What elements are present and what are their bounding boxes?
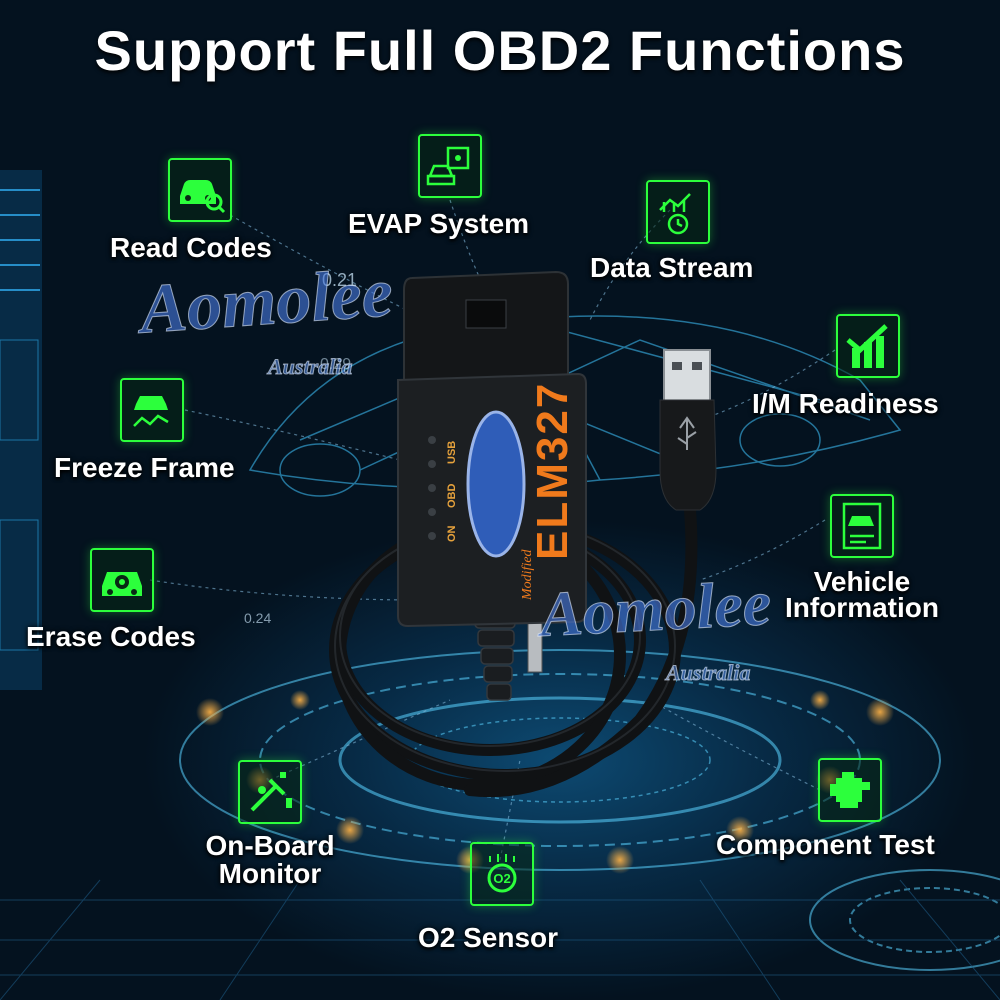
feature-vehicle-information: Vehicle Information	[762, 568, 962, 622]
data-chart-clock-icon	[646, 180, 710, 244]
feature-vehicle-information-line2: Information	[785, 592, 939, 623]
feature-erase-codes: Erase Codes	[26, 621, 196, 652]
feature-evap-system: EVAP System	[348, 208, 530, 239]
o2-sensor-icon: O2	[470, 842, 534, 906]
device-model-label: ELM327	[528, 381, 577, 560]
monitor-probe-icon	[238, 760, 302, 824]
feature-on-board-monitor-line1: On-Board	[205, 830, 335, 861]
car-gear-icon	[90, 548, 154, 612]
feature-on-board-monitor-line2: Monitor	[218, 858, 322, 889]
feature-component-test: Component Test	[716, 829, 935, 860]
feature-freeze-frame: Freeze Frame	[54, 452, 235, 483]
svg-text:O2: O2	[493, 871, 510, 886]
device-brand-script: Modified	[520, 549, 535, 600]
car-chip-icon	[418, 134, 482, 198]
readout-number: 0.24	[244, 610, 272, 626]
watermark-region: Australia	[665, 660, 751, 686]
readout-number: 0.21	[322, 270, 358, 290]
feature-vehicle-information-line1: Vehicle	[813, 566, 911, 597]
check-bar-chart-icon	[836, 314, 900, 378]
engine-component-icon	[818, 758, 882, 822]
led-label-usb: USB	[446, 440, 458, 464]
car-magnifier-icon	[168, 158, 232, 222]
readout-number: 0.29	[320, 356, 352, 373]
car-document-icon	[830, 494, 894, 558]
feature-read-codes: Read Codes	[110, 232, 272, 263]
page-title: Support Full OBD2 Functions	[94, 19, 906, 82]
car-graph-icon	[120, 378, 184, 442]
watermark-region: Australia	[267, 354, 353, 380]
watermark-brand: Aomolee	[538, 567, 773, 651]
feature-im-readiness: I/M Readiness	[752, 388, 939, 419]
led-label-on: ON	[446, 525, 458, 543]
feature-on-board-monitor: On-Board Monitor	[180, 832, 360, 888]
feature-o2-sensor: O2 Sensor	[418, 922, 559, 953]
led-label-obd: OBD	[446, 483, 458, 508]
feature-data-stream: Data Stream	[590, 252, 754, 283]
